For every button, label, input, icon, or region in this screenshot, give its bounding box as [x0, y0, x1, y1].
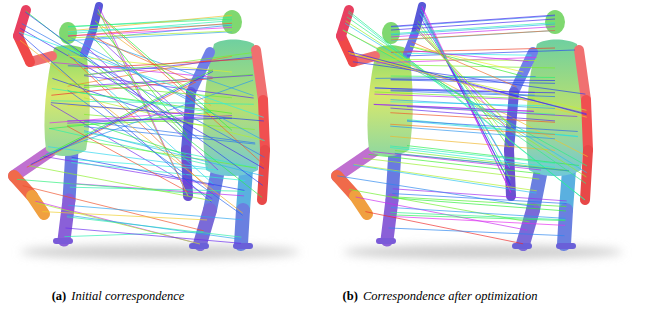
- correspondence-line: [42, 212, 207, 220]
- correspondence-line: [84, 59, 252, 69]
- floor-shadow: [20, 245, 300, 259]
- head-mesh: [222, 10, 242, 34]
- correspondence-line: [68, 15, 232, 31]
- foot-mesh: [236, 243, 250, 249]
- correspondence-line: [356, 197, 527, 230]
- correspondence-line: [391, 100, 555, 109]
- correspondence-line: [67, 126, 188, 192]
- correspondence-line: [347, 17, 586, 184]
- arm-mesh: [262, 150, 265, 200]
- correspondence-line: [71, 163, 245, 181]
- correspondence-line: [391, 23, 555, 34]
- arm-mesh: [263, 100, 265, 150]
- subfigure-tag: (a): [52, 289, 67, 304]
- correspondence-line: [416, 30, 511, 126]
- panel-illustration: [337, 6, 623, 259]
- floor-shadow: [343, 245, 623, 259]
- subfigure-caption: Initial correspondence: [71, 289, 184, 304]
- correspondence-line: [390, 124, 555, 134]
- correspondence-line: [19, 33, 212, 202]
- correspondence-line: [354, 164, 537, 190]
- foot-mesh: [56, 238, 70, 244]
- correspondence-line: [389, 228, 565, 236]
- correspondence-line: [346, 21, 587, 177]
- correspondence-line: [84, 127, 255, 144]
- correspondence-line: [29, 166, 212, 201]
- correspondence-line: [20, 40, 243, 213]
- subfigure-caption: Correspondence after optimization: [363, 289, 538, 304]
- correspondence-line: [374, 104, 534, 111]
- correspondence-line: [390, 212, 565, 219]
- panel-illustration: [14, 6, 300, 259]
- correspondence-line: [353, 165, 536, 193]
- correspondence-line: [84, 141, 256, 168]
- correspondence-line: [87, 47, 218, 170]
- correspondence-line: [410, 46, 523, 72]
- correspondence-line: [84, 53, 252, 75]
- correspondence-line: [349, 52, 587, 117]
- leg-mesh: [523, 210, 533, 244]
- correspondence-line: [90, 39, 254, 96]
- correspondence-line: [407, 53, 531, 55]
- leg-mesh: [200, 210, 210, 244]
- correspondence-line: [369, 154, 541, 173]
- leg-mesh: [387, 200, 392, 240]
- correspondence-line: [348, 51, 587, 114]
- correspondence-line: [391, 207, 565, 218]
- head-mesh: [545, 10, 565, 34]
- correspondence-line: [391, 48, 555, 52]
- correspondence-line: [51, 103, 264, 121]
- correspondence-line: [374, 104, 534, 111]
- correspondence-line: [22, 24, 265, 158]
- correspondence-line: [391, 79, 555, 80]
- leg-mesh: [337, 150, 375, 176]
- correspondence-line: [68, 83, 232, 97]
- correspondence-line: [390, 126, 555, 139]
- arm-mesh: [18, 10, 26, 36]
- correspondence-line: [91, 36, 196, 82]
- correspondence-line: [31, 71, 213, 164]
- subfigure-tag: (b): [343, 289, 358, 304]
- correspondence-line: [349, 11, 585, 200]
- correspondence-line: [391, 80, 555, 83]
- correspondence-line: [375, 92, 535, 99]
- leg-mesh: [32, 196, 44, 214]
- correspondence-line: [407, 121, 578, 132]
- correspondence-line: [363, 158, 539, 179]
- arm-mesh: [256, 50, 263, 100]
- correspondence-line: [343, 30, 588, 156]
- correspondence-line: [97, 13, 232, 131]
- leg-mesh: [564, 210, 566, 244]
- correspondence-line: [50, 112, 190, 123]
- correspondence-line: [391, 24, 555, 35]
- arm-mesh: [585, 150, 588, 200]
- correspondence-line: [17, 179, 213, 195]
- foot-mesh: [379, 238, 393, 244]
- correspondence-line: [40, 70, 213, 158]
- arm-mesh: [579, 50, 586, 100]
- caption-group: (a) Initial correspondence: [52, 289, 185, 304]
- correspondence-line: [84, 75, 253, 88]
- correspondence-line: [68, 36, 265, 141]
- correspondence-line: [373, 152, 541, 170]
- arm-mesh: [191, 52, 210, 92]
- correspondence-line: [337, 176, 533, 207]
- foot-mesh: [559, 243, 573, 249]
- correspondence-line: [19, 32, 264, 117]
- correspondence-line: [375, 77, 535, 79]
- correspondence-line: [52, 89, 211, 113]
- caption-group: (b) Correspondence after optimization: [343, 289, 538, 304]
- correspondence-line: [408, 50, 528, 61]
- correspondence-line: [68, 205, 242, 219]
- correspondence-line: [25, 12, 263, 185]
- leg-mesh: [64, 200, 69, 240]
- correspondence-line: [85, 50, 190, 99]
- correspondence-line: [95, 21, 187, 135]
- correspondence-line: [68, 23, 232, 36]
- correspondence-line: [67, 215, 241, 239]
- arm-mesh: [586, 100, 588, 150]
- correspondence-line: [395, 153, 569, 171]
